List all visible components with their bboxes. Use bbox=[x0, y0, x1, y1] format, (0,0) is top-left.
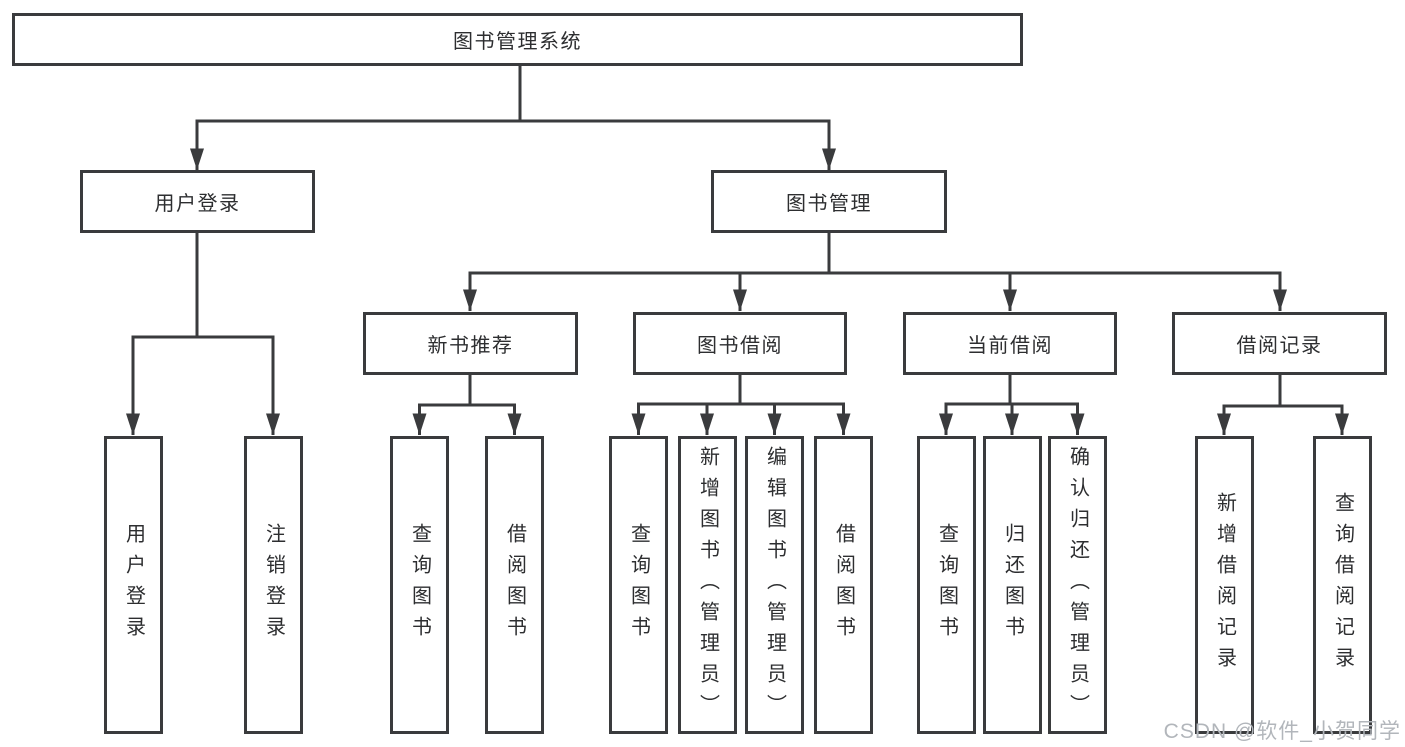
node-current-borrow: 当前借阅 bbox=[903, 312, 1117, 375]
leaf-logout: 注销登录 bbox=[244, 436, 303, 734]
node-library-management-system: 图书管理系统 bbox=[12, 13, 1023, 66]
leaf-add-books-admin: 新增图书（管理员） bbox=[678, 436, 737, 734]
node-book-borrow: 图书借阅 bbox=[633, 312, 847, 375]
leaf-confirm-return-admin: 确认归还（管理员） bbox=[1048, 436, 1107, 734]
leaf-query-books-current: 查询图书 bbox=[917, 436, 976, 734]
leaf-edit-books-admin: 编辑图书（管理员） bbox=[745, 436, 804, 734]
node-user-login: 用户登录 bbox=[80, 170, 315, 233]
leaf-borrow-books: 借阅图书 bbox=[814, 436, 873, 734]
node-borrow-records: 借阅记录 bbox=[1172, 312, 1387, 375]
leaf-add-borrow-record: 新增借阅记录 bbox=[1195, 436, 1254, 734]
leaf-query-borrow-record: 查询借阅记录 bbox=[1313, 436, 1372, 734]
leaf-query-books-recommend: 查询图书 bbox=[390, 436, 449, 734]
csdn-watermark: CSDN @软件_小贺同学 bbox=[1163, 720, 1401, 743]
leaf-return-books: 归还图书 bbox=[983, 436, 1042, 734]
node-book-management: 图书管理 bbox=[711, 170, 947, 233]
leaf-borrow-books-recommend: 借阅图书 bbox=[485, 436, 544, 734]
node-new-book-recommend: 新书推荐 bbox=[363, 312, 578, 375]
leaf-query-books-borrow: 查询图书 bbox=[609, 436, 668, 734]
leaf-user-login: 用户登录 bbox=[104, 436, 163, 734]
